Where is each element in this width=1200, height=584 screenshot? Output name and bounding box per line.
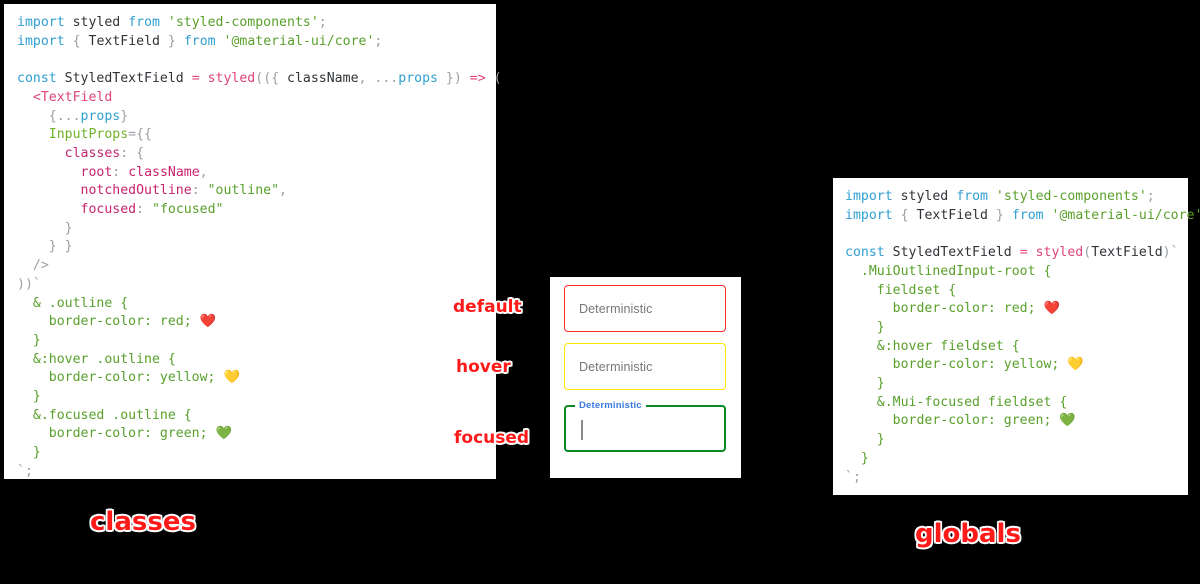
text-caret	[581, 420, 583, 440]
annotation-hover: hover	[456, 357, 511, 377]
textfield-default-value: Deterministic	[579, 301, 653, 316]
caption-classes: classes	[90, 507, 196, 537]
left-code-panel: import styled from 'styled-components'; …	[4, 4, 502, 479]
caption-globals: globals	[915, 519, 1021, 549]
textfield-focused-floating-label: Deterministic	[575, 400, 646, 412]
textfield-hover[interactable]: Deterministic	[564, 343, 726, 390]
annotation-default: default	[453, 297, 522, 317]
textfield-focused[interactable]: Deterministic	[564, 400, 726, 452]
annotation-focused: focused	[454, 428, 530, 448]
textfield-hover-value: Deterministic	[579, 359, 653, 374]
right-code-panel: import styled from 'styled-components'; …	[833, 178, 1200, 495]
left-code-block: import styled from 'styled-components'; …	[17, 15, 502, 479]
textfield-demo-panel: Deterministic Deterministic Deterministi…	[550, 277, 741, 478]
right-code-block: import styled from 'styled-components'; …	[845, 189, 1200, 485]
textfield-default[interactable]: Deterministic	[564, 285, 726, 332]
